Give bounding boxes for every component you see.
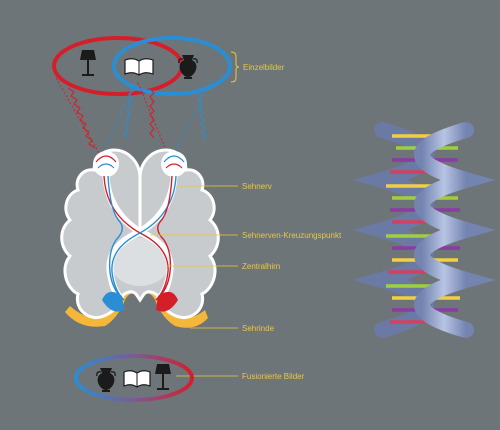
vase-icon — [178, 55, 198, 79]
visual-cortex-rim — [65, 283, 208, 328]
projection-lines — [55, 77, 213, 156]
lamp-icon — [155, 364, 171, 390]
label-sehnerv: Sehnerv — [242, 182, 272, 191]
right-eye — [161, 151, 187, 177]
left-eye-field-ellipse — [52, 36, 184, 96]
right-eye-field-ellipse — [112, 36, 232, 96]
central-brain — [110, 238, 170, 286]
open-book-icon — [123, 370, 151, 388]
visual-cortex-left — [102, 291, 124, 312]
dna-helix — [352, 122, 496, 338]
lamp-icon — [80, 50, 96, 76]
open-book-icon — [124, 58, 154, 76]
label-kreuzung: Sehnerven-Kreuzungspunkt — [242, 231, 342, 240]
left-eye — [93, 151, 119, 177]
fused-field-ellipse — [74, 354, 194, 402]
helix-front-strand — [414, 122, 496, 338]
label-zentralhirn: Zentralhirn — [242, 262, 280, 271]
brain — [60, 148, 220, 328]
label-sehrinde: Sehrinde — [242, 324, 275, 333]
vase-icon — [96, 368, 116, 392]
individual-images-group — [52, 36, 232, 96]
fused-images-group — [74, 354, 194, 402]
pointer-lines — [150, 185, 238, 377]
einzelbilder-bracket — [230, 51, 240, 83]
visual-cortex-right — [156, 291, 178, 312]
label-fusionierte: Fusionierte Bilder — [242, 372, 305, 381]
label-einzelbilder: Einzelbilder — [243, 63, 285, 72]
